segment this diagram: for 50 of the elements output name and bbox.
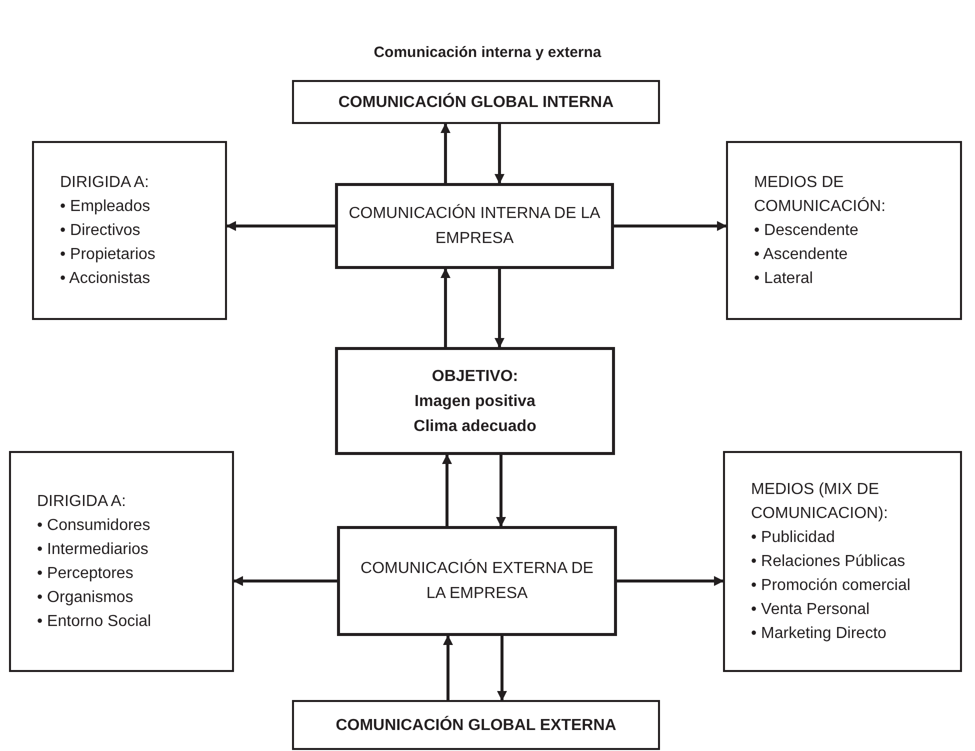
arrow bbox=[226, 221, 335, 231]
box-text: • Directivos bbox=[60, 220, 140, 240]
box-text: • Ascendente bbox=[754, 244, 848, 264]
box-text: • Organismos bbox=[37, 588, 134, 608]
box-text: • Empleados bbox=[60, 196, 150, 216]
list-box bbox=[32, 141, 227, 320]
process-box bbox=[337, 526, 617, 636]
arrow bbox=[614, 221, 727, 231]
box-text: Imagen positiva bbox=[414, 392, 536, 412]
box-heading: DIRIGIDA A: bbox=[37, 492, 126, 512]
box-text: • Intermediarios bbox=[37, 540, 148, 560]
list-box bbox=[723, 451, 962, 672]
list-box bbox=[9, 451, 234, 672]
arrow bbox=[496, 455, 506, 527]
arrow bbox=[494, 124, 504, 184]
arrow bbox=[494, 269, 504, 348]
box-text: • Entorno Social bbox=[37, 612, 152, 632]
box-text: • Relaciones Públicas bbox=[751, 552, 906, 572]
box-text: COMUNICACIÓN INTERNA DE LA EMPRESA bbox=[348, 203, 601, 249]
list-box bbox=[726, 141, 962, 320]
arrow bbox=[233, 576, 337, 586]
arrow bbox=[440, 123, 450, 183]
box-text: • Perceptores bbox=[37, 564, 134, 584]
arrow bbox=[442, 454, 452, 526]
box-text: COMUNICACIÓN GLOBAL EXTERNA bbox=[336, 714, 616, 736]
box-heading: DIRIGIDA A: bbox=[60, 172, 149, 192]
arrow bbox=[497, 636, 507, 701]
diagram-title: Comunicación interna y externa bbox=[372, 44, 602, 61]
box-text: COMUNICACIÓN GLOBAL INTERNA bbox=[338, 92, 614, 112]
box-text: • Accionistas bbox=[60, 268, 150, 288]
box-text: • Venta Personal bbox=[751, 600, 870, 620]
box-text: • Promoción comercial bbox=[751, 576, 910, 596]
box-text: • Marketing Directo bbox=[751, 624, 886, 644]
box-text: OBJETIVO: bbox=[432, 366, 518, 386]
box-text: COMUNICACIÓN EXTERNA DE LA EMPRESA bbox=[360, 558, 594, 604]
box-heading: MEDIOS (MIX DE COMUNICACION): bbox=[751, 480, 889, 524]
process-box bbox=[335, 183, 614, 269]
box-heading: MEDIOS DE COMUNICACIÓN: bbox=[754, 172, 887, 216]
box-text: • Lateral bbox=[754, 268, 813, 288]
box-text: • Propietarios bbox=[60, 244, 156, 264]
arrow bbox=[443, 635, 453, 700]
arrow bbox=[440, 268, 450, 347]
process-box bbox=[292, 80, 660, 124]
box-text: • Descendente bbox=[754, 220, 858, 240]
arrow bbox=[617, 576, 724, 586]
box-text: • Consumidores bbox=[37, 516, 150, 536]
box-text: • Publicidad bbox=[751, 528, 835, 548]
box-text: Clima adecuado bbox=[414, 416, 536, 436]
process-box bbox=[292, 700, 660, 750]
process-box bbox=[335, 347, 615, 455]
